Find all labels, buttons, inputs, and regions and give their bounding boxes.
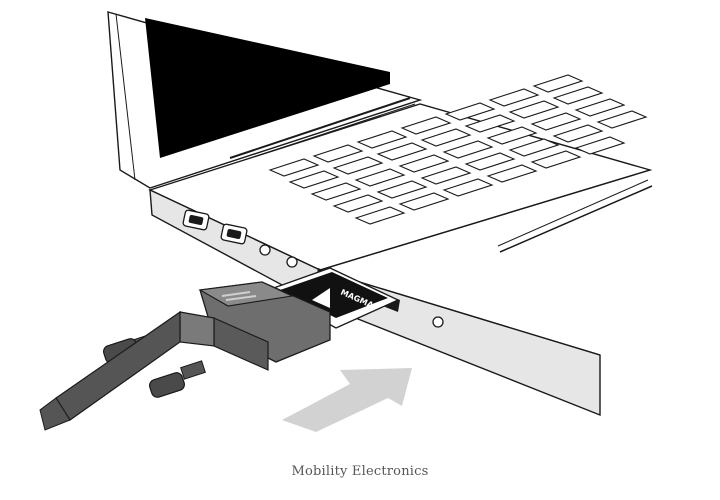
keyboard-key [376, 180, 428, 199]
usb-port-1 [182, 209, 210, 231]
keyboard-key [398, 192, 450, 211]
keyboard-key [442, 140, 494, 159]
keyboard-key [376, 142, 428, 161]
keyboard-key [332, 156, 384, 175]
keyboard-key [552, 124, 604, 143]
audio-jack-1 [259, 244, 271, 256]
vga-connector [179, 281, 331, 371]
card-logo [312, 288, 330, 308]
insertion-arrow [282, 368, 412, 432]
keyboard-key [356, 130, 408, 149]
keyboard-key [508, 138, 560, 157]
keyboard-key [312, 144, 364, 163]
keyboard-key [310, 182, 362, 201]
keyboard-key [268, 158, 320, 177]
keyboard-key [464, 152, 516, 171]
keyboard-key [486, 126, 538, 145]
keyboard-key [530, 112, 582, 131]
keyboard-key [488, 88, 540, 107]
keyboard-key [354, 168, 406, 187]
keyboard-key [288, 170, 340, 189]
keyboard-key [354, 206, 406, 225]
keyboard-key [552, 86, 604, 105]
side-screw [432, 316, 444, 328]
keyboard-key [332, 194, 384, 213]
card-label [280, 272, 388, 318]
keyboard-key [442, 178, 494, 197]
usb-port-2 [220, 223, 248, 245]
keyboard-key [444, 102, 496, 121]
keyboard-key [530, 150, 582, 169]
keyboard-key [420, 128, 472, 147]
keyboard-key [532, 74, 584, 93]
keyboard-key [574, 98, 626, 117]
keyboard-key [420, 166, 472, 185]
keyboard-key [398, 154, 450, 173]
keyboard-key [486, 164, 538, 183]
audio-jack-2 [286, 256, 298, 268]
laptop-base [148, 74, 653, 417]
vga-cable [39, 310, 181, 431]
keyboard-key [464, 114, 516, 133]
laptop-screen [145, 18, 390, 158]
keyboard [268, 74, 648, 225]
image-caption: Mobility Electronics [291, 464, 429, 479]
keyboard-key [596, 110, 648, 129]
keyboard-key [574, 136, 626, 155]
keyboard-key [400, 116, 452, 135]
keyboard-key [508, 100, 560, 119]
thumb-screw-bottom [149, 360, 206, 398]
